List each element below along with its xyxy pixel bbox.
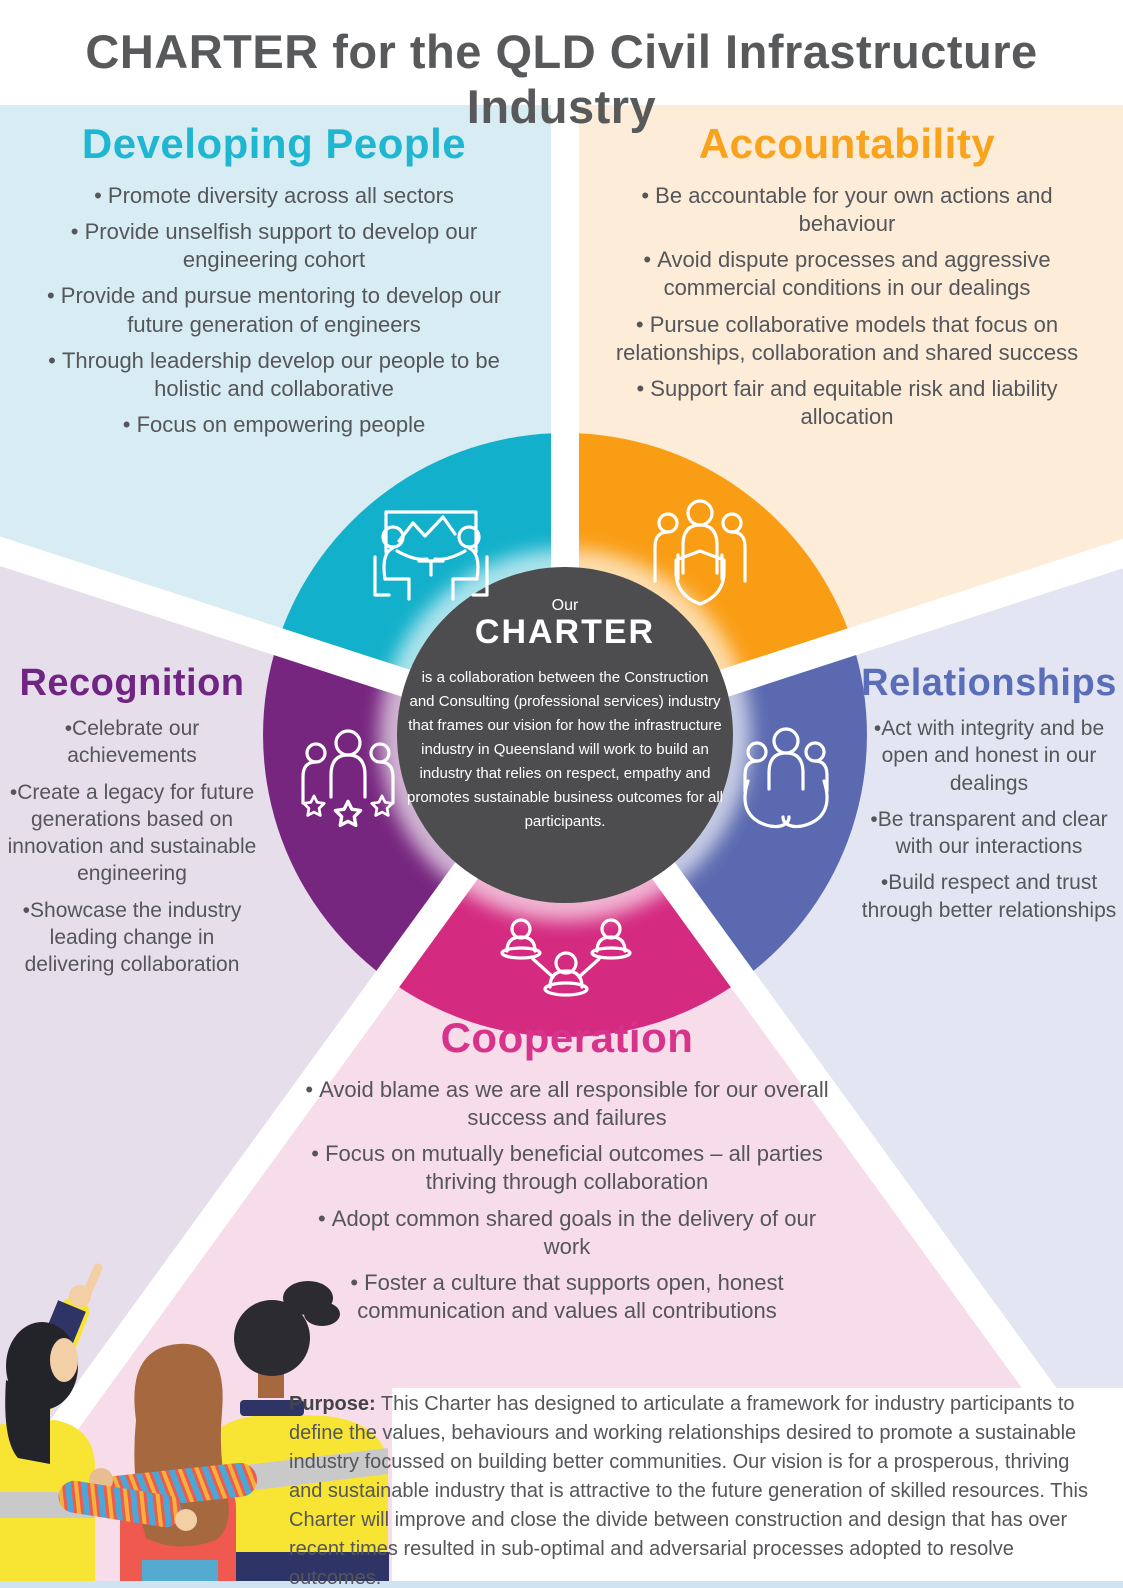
purpose-paragraph: Purpose: This Charter has designed to ar… xyxy=(289,1390,1101,1588)
people-shield-icon xyxy=(653,499,747,606)
hands-holding-people-icon xyxy=(743,727,829,829)
section-heading-relationships: Relationships xyxy=(861,662,1117,704)
bullet-item: Focus on empowering people xyxy=(28,411,520,439)
page-title: CHARTER for the QLD Civil Infrastructure… xyxy=(85,25,1038,133)
purpose-text: This Charter has designed to articulate … xyxy=(289,1393,1088,1588)
bullet-item: Promote diversity across all sectors xyxy=(28,182,520,210)
workers-illustration xyxy=(0,1263,389,1588)
bullet-item: Through leadership develop our people to… xyxy=(28,347,520,403)
section-developing-people: Developing People Promote diversity acro… xyxy=(28,120,520,447)
bullet-list-recognition: Celebrate our achievementsCreate a legac… xyxy=(4,715,260,979)
bullet-list-cooperation: Avoid blame as we are all responsible fo… xyxy=(298,1076,836,1325)
charter-description: is a collaboration between the Construct… xyxy=(407,669,723,831)
bullet-item: Avoid blame as we are all responsible fo… xyxy=(298,1076,836,1132)
bullet-item: Build respect and trust through better r… xyxy=(860,869,1118,924)
section-recognition: Recognition Celebrate our achievementsCr… xyxy=(4,662,260,988)
bullet-item: Be accountable for your own actions and … xyxy=(598,182,1096,238)
connected-people-icon xyxy=(500,918,632,997)
bullet-item: Showcase the industry leading change in … xyxy=(4,897,260,979)
presentation-meeting-icon xyxy=(373,510,489,601)
bullet-item: Provide and pursue mentoring to develop … xyxy=(28,282,520,338)
bottom-accent-bar xyxy=(0,1581,1123,1588)
bullet-item: Adopt common shared goals in the deliver… xyxy=(298,1205,836,1261)
section-accountability: Accountability Be accountable for your o… xyxy=(598,120,1096,439)
charter-title: CHARTER xyxy=(474,613,656,651)
section-cooperation: Cooperation Avoid blame as we are all re… xyxy=(298,1014,836,1333)
purpose-label: Purpose: xyxy=(289,1393,376,1415)
center-circle xyxy=(397,567,733,903)
bullet-item: Provide unselfish support to develop our… xyxy=(28,218,520,274)
section-relationships: Relationships Act with integrity and be … xyxy=(860,662,1118,933)
bullet-item: Support fair and equitable risk and liab… xyxy=(598,375,1096,431)
section-heading-developing-people: Developing People xyxy=(81,120,467,167)
bullet-item: Focus on mutually beneficial outcomes – … xyxy=(298,1140,836,1196)
bullet-list-relationships: Act with integrity and be open and hones… xyxy=(860,715,1118,924)
section-heading-accountability: Accountability xyxy=(698,120,996,167)
bullet-list-accountability: Be accountable for your own actions and … xyxy=(598,182,1096,431)
bullet-item: Create a legacy for future generations b… xyxy=(4,779,260,888)
bullet-item: Be transparent and clear with our intera… xyxy=(860,806,1118,861)
people-stars-icon xyxy=(301,729,395,828)
bullet-item: Celebrate our achievements xyxy=(4,715,260,770)
bullet-item: Pursue collaborative models that focus o… xyxy=(598,311,1096,367)
charter-center-text: Our CHARTER is a collaboration between t… xyxy=(407,598,723,834)
section-heading-cooperation: Cooperation xyxy=(440,1014,694,1061)
bullet-list-developing-people: Promote diversity across all sectorsProv… xyxy=(28,182,520,439)
bullet-item: Foster a culture that supports open, hon… xyxy=(298,1269,836,1325)
charter-eyebrow: Our xyxy=(551,597,579,614)
section-heading-recognition: Recognition xyxy=(19,662,245,704)
bullet-item: Act with integrity and be open and hones… xyxy=(860,715,1118,797)
bullet-item: Avoid dispute processes and aggressive c… xyxy=(598,246,1096,302)
